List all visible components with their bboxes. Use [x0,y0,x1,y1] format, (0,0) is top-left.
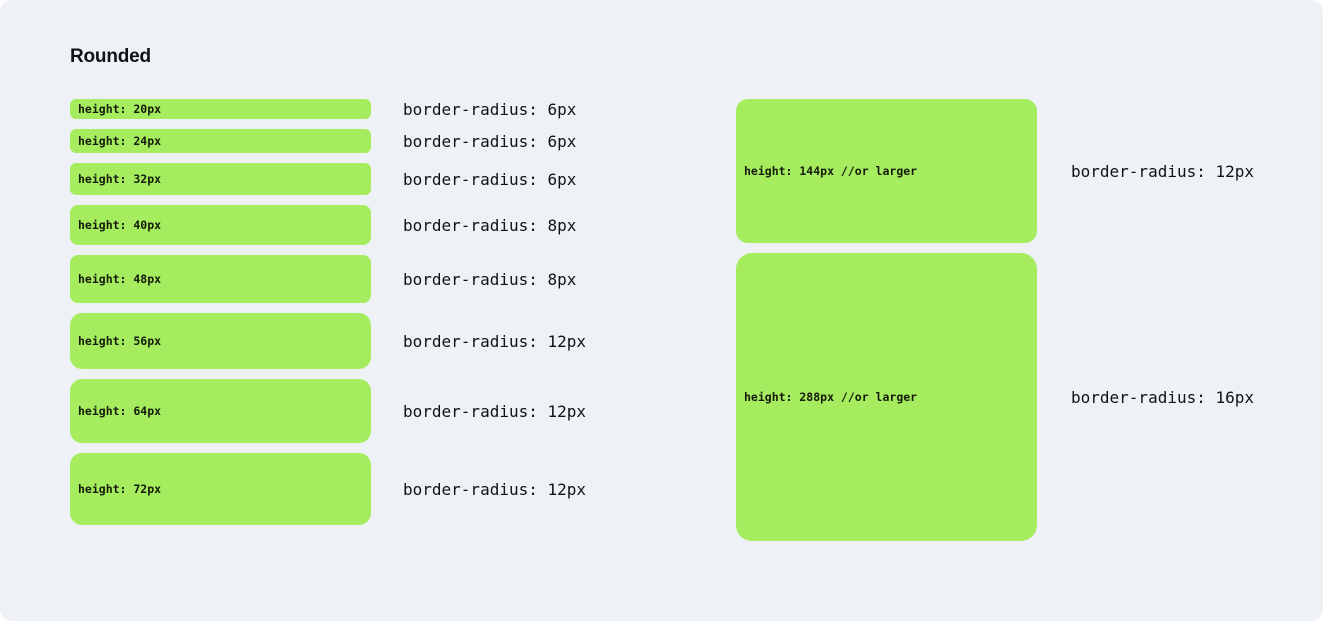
border-radius-label: border-radius: 16px [1071,387,1255,407]
radius-spec-row: height: 32px border-radius: 6px [70,163,586,195]
radius-spec-row: height: 72px border-radius: 12px [70,453,586,525]
swatch-height-label: height: 288px //or larger [744,390,918,404]
border-radius-label: border-radius: 6px [403,169,577,189]
swatch-height-label: height: 56px [78,334,162,348]
border-radius-label: border-radius: 12px [403,479,587,499]
swatch-height-label: height: 32px [78,172,162,186]
radius-spec-row: height: 20px border-radius: 6px [70,99,586,119]
swatch-height-label: height: 20px [78,102,162,116]
border-radius-label: border-radius: 8px [403,215,577,235]
swatch-height-label: height: 24px [78,134,162,148]
radius-spec-row: height: 64px border-radius: 12px [70,379,586,443]
radius-spec-row: height: 40px border-radius: 8px [70,205,586,245]
radius-spec-row: height: 24px border-radius: 6px [70,129,586,153]
border-radius-label: border-radius: 8px [403,269,577,289]
page-title: Rounded [70,46,151,67]
radius-spec-row: height: 144px //or larger border-radius:… [736,99,1254,243]
radius-spec-row: height: 56px border-radius: 12px [70,313,586,369]
swatch-height-label: height: 72px [78,482,162,496]
rounded-swatch: height: 40px [70,205,371,245]
border-radius-label: border-radius: 12px [403,401,587,421]
border-radius-label: border-radius: 12px [403,331,587,351]
rounded-swatch: height: 64px [70,379,371,443]
small-sizes-column: height: 20px border-radius: 6px height: … [70,99,586,525]
border-radius-label: border-radius: 12px [1071,161,1255,181]
radius-spec-row: height: 48px border-radius: 8px [70,255,586,303]
radius-spec-row: height: 288px //or larger border-radius:… [736,253,1254,541]
border-radius-label: border-radius: 6px [403,131,577,151]
rounded-swatch: height: 24px [70,129,371,153]
border-radius-label: border-radius: 6px [403,99,577,119]
swatch-height-label: height: 40px [78,218,162,232]
rounded-swatch: height: 32px [70,163,371,195]
rounded-swatch: height: 288px //or larger [736,253,1037,541]
swatch-height-label: height: 144px //or larger [744,164,918,178]
rounded-swatch: height: 48px [70,255,371,303]
rounded-swatch: height: 72px [70,453,371,525]
rounded-swatch: height: 144px //or larger [736,99,1037,243]
rounded-swatch: height: 56px [70,313,371,369]
rounded-swatch: height: 20px [70,99,371,119]
large-sizes-column: height: 144px //or larger border-radius:… [736,99,1254,541]
swatch-height-label: height: 48px [78,272,162,286]
swatch-height-label: height: 64px [78,404,162,418]
